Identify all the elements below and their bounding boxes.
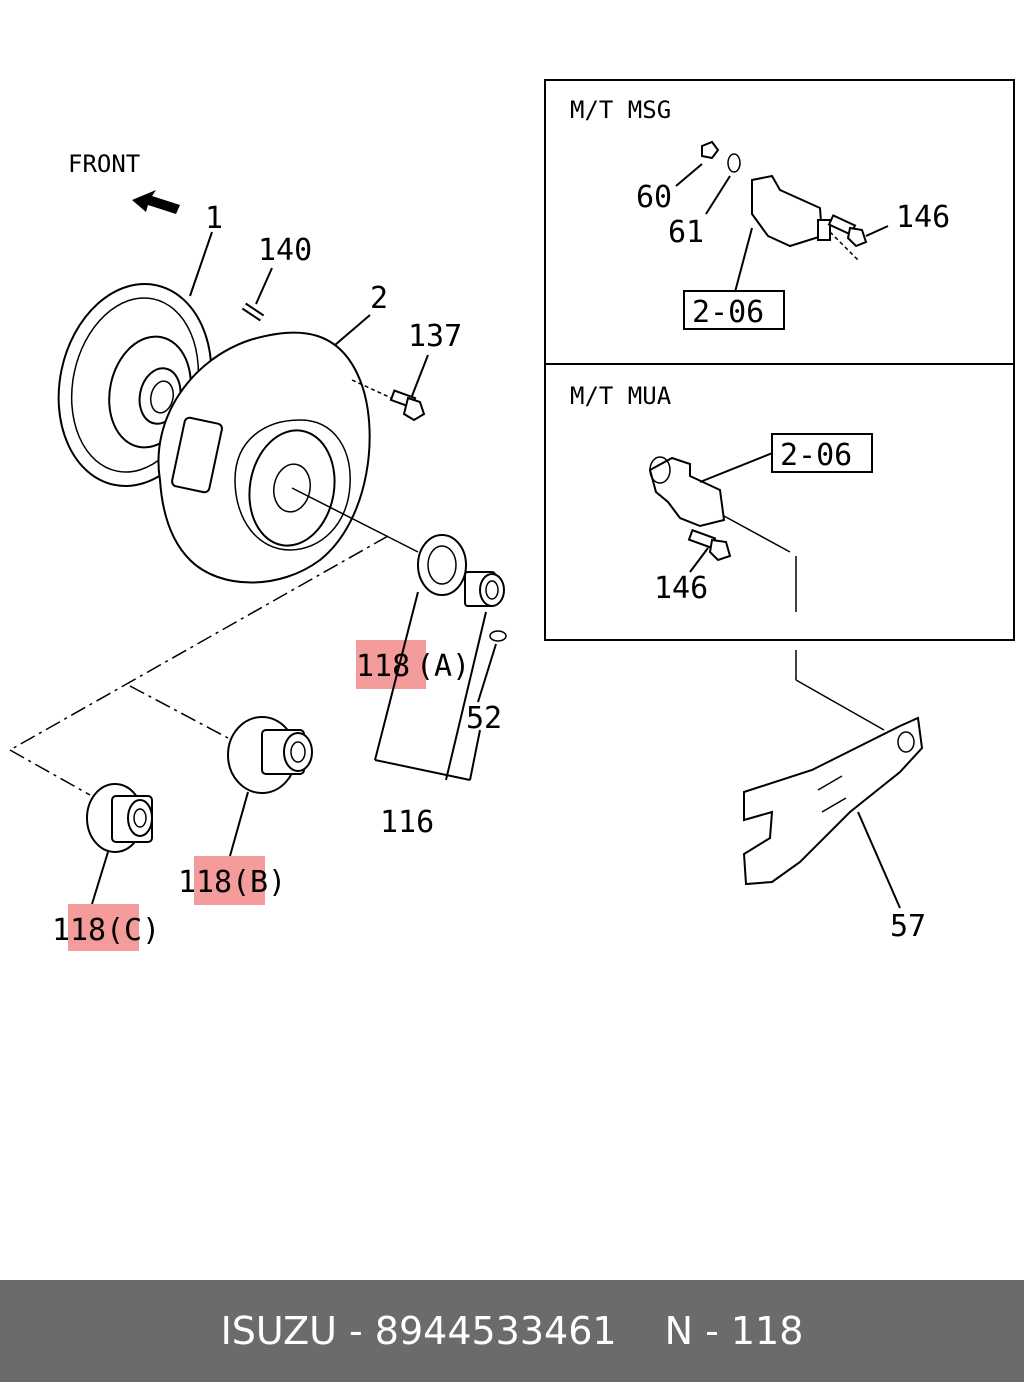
slave-cylinder-msg — [701, 140, 868, 261]
callout-118c-pre: 1 — [52, 913, 70, 948]
footer-brand-part: ISUZU - 8944533461 — [220, 1309, 617, 1353]
ref-msg: 2-06 — [692, 295, 764, 330]
callout-146-msg: 146 — [896, 200, 950, 235]
callout-140: 140 — [258, 233, 312, 268]
inset-msg-title: M/T MSG — [570, 96, 671, 124]
highlight-118a — [356, 640, 426, 689]
front-arrow-icon — [132, 190, 180, 214]
callout-61: 61 — [668, 215, 704, 250]
release-fork — [742, 716, 924, 886]
ref-mua: 2-06 — [780, 438, 852, 473]
callout-60: 60 — [636, 180, 672, 215]
clip-52 — [489, 630, 507, 642]
ref-box-msg — [683, 290, 785, 330]
callout-118a-suffix: (A) — [416, 649, 470, 684]
callout-118b-suffix: (B) — [232, 865, 286, 900]
callout-118c-suffix: (C) — [106, 913, 160, 948]
bearing-sleeve — [464, 571, 505, 607]
callout-118b-pre: 1 — [178, 865, 196, 900]
dowel-pin — [241, 302, 265, 322]
bolt-137 — [351, 379, 426, 422]
callout-116: 116 — [380, 805, 434, 840]
callout-146-mua: 146 — [654, 571, 708, 606]
callout-52: 52 — [466, 701, 502, 736]
clutch-parts-diagram: FRONT 1 140 2 137 — [9, 79, 1015, 951]
release-bearing-b — [227, 716, 313, 794]
callout-2: 2 — [370, 281, 388, 316]
footer-bar: ISUZU - 8944533461 N - 118 — [0, 1280, 1024, 1382]
highlight-118b — [194, 856, 265, 905]
inset-mua-title: M/T MUA — [570, 382, 672, 410]
slave-cylinder-mua — [648, 456, 791, 562]
callout-1: 1 — [205, 201, 223, 236]
inset-frame — [544, 79, 1015, 641]
highlight-118c — [68, 904, 139, 951]
front-label: FRONT — [68, 150, 140, 178]
ref-box-mua — [771, 433, 873, 473]
callout-57: 57 — [890, 909, 926, 944]
release-bearing-c — [86, 783, 153, 853]
callout-137: 137 — [408, 319, 462, 354]
callout-118c-num: 18 — [70, 913, 106, 948]
footer-ref: N - 118 — [664, 1309, 804, 1353]
callout-118b-num: 18 — [196, 865, 232, 900]
release-bearing-a — [417, 534, 467, 596]
